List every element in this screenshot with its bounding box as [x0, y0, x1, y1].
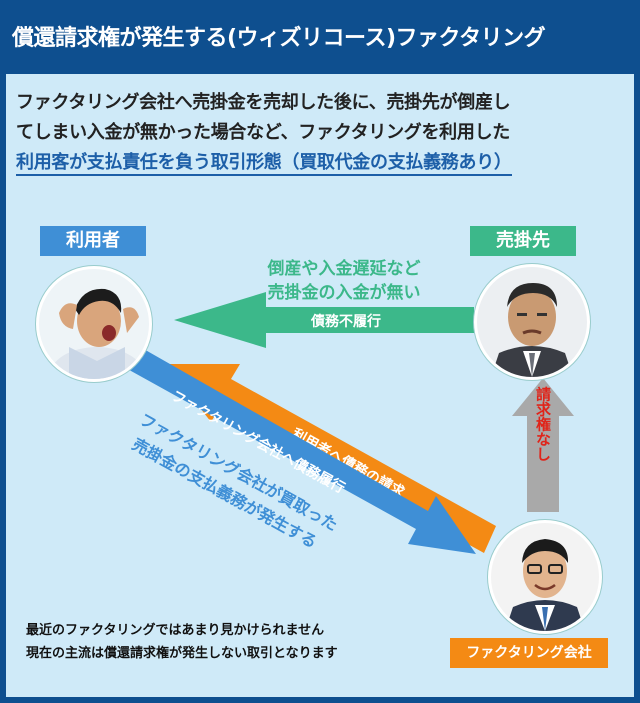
description-line-2: てしまい入金が無かった場合など、ファクタリングを利用した — [16, 122, 510, 143]
note: 最近のファクタリングではあまり見かけられません 現在の主流は償還請求権が発生しな… — [26, 619, 338, 665]
description: ファクタリング会社へ売掛金を売却した後に、売掛先が倒産し てしまい入金が無かった… — [16, 88, 626, 178]
note-line-2: 現在の主流は償還請求権が発生しない取引となります — [26, 646, 338, 661]
note-line-1: 最近のファクタリングではあまり見かけられません — [26, 623, 325, 638]
no-claim-arrow — [512, 378, 574, 512]
stressed-man-portrait — [36, 266, 152, 382]
default-arrow-label: 債務不履行 — [310, 313, 381, 330]
default-caption-2: 売掛金の入金が無い — [268, 282, 421, 303]
header: 償還請求権が発生する(ウィズリコース)ファクタリング — [0, 0, 640, 72]
worried-businessman-portrait — [474, 264, 590, 380]
factor-label: ファクタリング会社 — [450, 638, 608, 668]
no-claim-label: 請求権なし — [534, 386, 552, 462]
default-arrow — [174, 292, 474, 348]
debtor-label: 売掛先 — [470, 226, 576, 256]
description-highlight: 利用客が支払責任を負う取引形態（買取代金の支払義務あり） — [16, 152, 512, 176]
default-caption-1: 倒産や入金遅延など — [267, 258, 421, 279]
user-label: 利用者 — [40, 226, 146, 256]
arrows-layer: 債務不履行 倒産や入金遅延など 売掛金の入金が無い 利用者へ債務の請求 ファクタ… — [86, 258, 574, 554]
obligation-arrow — [86, 323, 476, 554]
page-title: 償還請求権が発生する(ウィズリコース)ファクタリング — [12, 26, 546, 51]
smiling-businessman-portrait — [488, 520, 602, 634]
description-line-1: ファクタリング会社へ売掛金を売却した後に、売掛先が倒産し — [16, 92, 511, 113]
diagram-panel: ファクタリング会社へ売掛金を売却した後に、売掛先が倒産し てしまい入金が無かった… — [6, 74, 634, 697]
